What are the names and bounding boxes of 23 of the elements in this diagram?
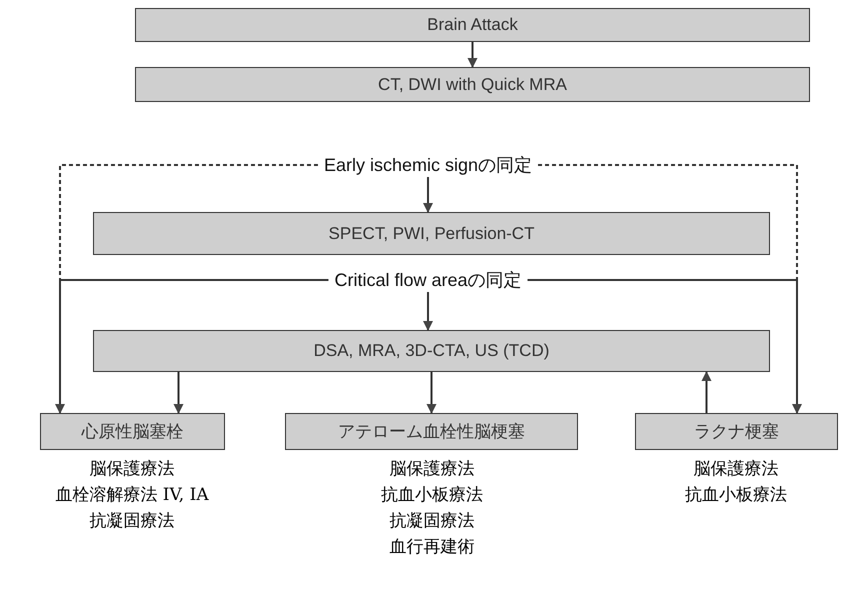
process-box: CT, DWI with Quick MRA [135, 67, 810, 102]
process-box: ラクナ梗塞 [635, 413, 838, 450]
treatment-text: 抗血小板療法 [381, 484, 483, 507]
treatment-text: 抗凝固療法 [388, 510, 476, 533]
treatment-text: 血栓溶解療法 IV, IA [55, 484, 209, 507]
process-box: 心原性脳塞栓 [40, 413, 225, 450]
treatment-text: 脳保護療法 [388, 458, 476, 481]
treatment-text: 抗血小板療法 [685, 484, 787, 507]
arrow [174, 372, 184, 414]
process-box: DSA, MRA, 3D-CTA, US (TCD) [93, 330, 770, 372]
treatment-text: 脳保護療法 [88, 458, 176, 481]
arrow [702, 371, 712, 413]
treatment-text: 血行再建術 [388, 536, 476, 559]
process-box: アテローム血栓性脳梗塞 [285, 413, 578, 450]
treatment-text: 脳保護療法 [692, 458, 780, 481]
arrow [426, 372, 436, 414]
treatment-text: 抗凝固療法 [88, 510, 176, 533]
arrow [423, 292, 433, 331]
arrow [423, 177, 433, 213]
arrow [468, 42, 478, 68]
arrow [528, 279, 802, 414]
process-box: SPECT, PWI, Perfusion-CT [93, 212, 770, 255]
process-box: Brain Attack [135, 8, 810, 42]
